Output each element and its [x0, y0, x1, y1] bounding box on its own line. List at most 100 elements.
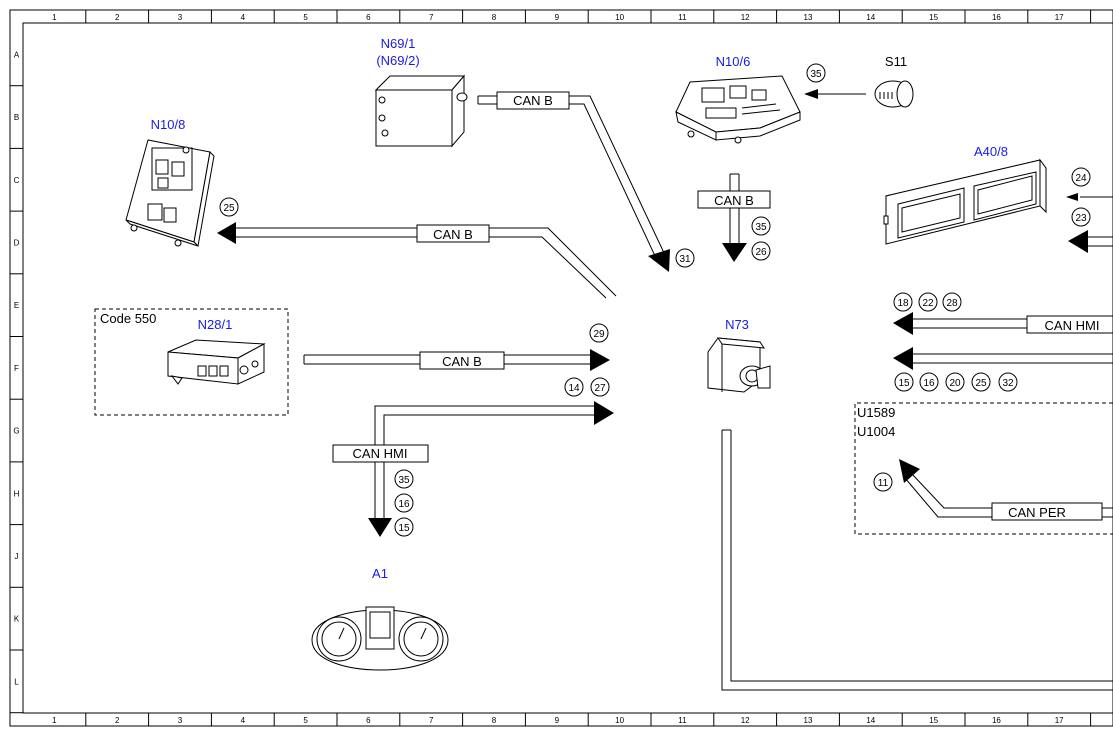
- svg-text:35: 35: [810, 69, 822, 80]
- grid-col-label-bottom: 4: [241, 716, 246, 725]
- wire-n73-to-n10-8: [236, 227, 617, 299]
- ref-circle-14: 14: [564, 377, 584, 397]
- grid-col-label-top: 3: [178, 13, 183, 22]
- grid-col-label-bottom: 6: [366, 716, 371, 725]
- grid-col-label-top: 16: [992, 13, 1001, 22]
- grid-col-label-bottom: 15: [929, 716, 938, 725]
- module-n28-1-icon: [167, 339, 266, 385]
- grid-col-label-bottom: 13: [804, 716, 813, 725]
- grid-row-label: A: [14, 50, 20, 59]
- arrow-can-b-down: [722, 243, 747, 262]
- grid-col-label-bottom: 2: [115, 716, 120, 725]
- label-n69-2: (N69/2): [376, 53, 419, 68]
- bus-label-can-b-top: CAN B: [513, 93, 553, 108]
- ref-circle-35-bottom: 35: [394, 469, 414, 489]
- grid-col-label-bottom: 1: [52, 716, 57, 725]
- ref-circle-11: 11: [873, 472, 893, 492]
- diagram-frame: [9, 9, 1113, 727]
- ref-circle-35-top: 35: [806, 63, 826, 83]
- arrow-to-n10-8: [217, 222, 236, 244]
- grid-ticks: [10, 10, 1092, 726]
- arrow-can-hmi-to-a1: [368, 518, 392, 537]
- bus-label-can-b-vertical: CAN B: [714, 193, 754, 208]
- ref-circle-15-right: 15: [894, 372, 914, 392]
- grid-row-label: B: [14, 113, 19, 122]
- bus-label-can-b-n28: CAN B: [442, 354, 482, 369]
- ref-circle-35-mid: 35: [751, 216, 771, 236]
- grid-col-label-bottom: 10: [615, 716, 624, 725]
- wire-can-hmi-right-2: [912, 353, 1113, 364]
- label-n28-1: N28/1: [198, 317, 233, 332]
- grid-row-label: L: [14, 677, 19, 686]
- ref-circle-27: 27: [590, 377, 610, 397]
- bus-label-can-hmi-a1: CAN HMI: [353, 446, 408, 461]
- grid-col-label-top: 17: [1055, 13, 1064, 22]
- svg-text:27: 27: [594, 383, 606, 394]
- svg-text:26: 26: [755, 247, 767, 258]
- arrow-s11-to-n10-6: [804, 89, 818, 99]
- grid-col-label-top: 10: [615, 13, 624, 22]
- label-n69-1: N69/1: [381, 36, 416, 51]
- svg-text:35: 35: [755, 222, 767, 233]
- ref-circle-16-bottom: 16: [394, 493, 414, 513]
- module-n10-6-icon: [675, 75, 801, 144]
- arrow-n28-1-to-n73: [590, 349, 610, 371]
- grid-row-label: G: [13, 427, 19, 436]
- label-n10-8: N10/8: [151, 117, 186, 132]
- grid-col-label-bottom: 14: [866, 716, 875, 725]
- grid-col-label-bottom: 8: [492, 716, 497, 725]
- grid-col-label-top: 8: [492, 13, 497, 22]
- arrow-a40-8-ref-24: [1066, 193, 1078, 201]
- grid-row-label: F: [14, 364, 19, 373]
- grid-row-label: E: [14, 301, 19, 310]
- ref-circle-25-right: 25: [971, 372, 991, 392]
- ref-circle-20: 20: [945, 372, 965, 392]
- grid-col-label-top: 6: [366, 13, 371, 22]
- ref-circle-28: 28: [942, 292, 962, 312]
- wire-n73-to-can-per: [721, 429, 1113, 691]
- arrow-a1-to-n73: [594, 401, 614, 425]
- ref-circle-18: 18: [893, 292, 913, 312]
- ref-circle-15-bottom: 15: [394, 517, 414, 537]
- ref-circle-25-left: 25: [219, 197, 239, 217]
- zone-u1589: [854, 402, 1113, 535]
- arrow-can-hmi-right-1: [893, 312, 913, 335]
- bus-label-can-b-left: CAN B: [433, 227, 473, 242]
- grid-col-label-top: 14: [866, 13, 875, 22]
- svg-text:28: 28: [946, 298, 958, 309]
- grid-col-label-top: 15: [929, 13, 938, 22]
- ref-circle-31: 31: [675, 248, 695, 268]
- grid-col-label-bottom: 7: [429, 716, 434, 725]
- switch-n73-icon: [707, 337, 771, 393]
- label-n10-6: N10/6: [716, 54, 751, 69]
- svg-text:35: 35: [398, 475, 410, 486]
- label-a40-8: A40/8: [974, 144, 1008, 159]
- arrow-can-per: [899, 459, 920, 483]
- bus-label-can-per: CAN PER: [1008, 505, 1066, 520]
- svg-text:20: 20: [949, 378, 961, 389]
- label-n73: N73: [725, 317, 749, 332]
- module-n10-8-icon: [125, 139, 215, 248]
- svg-text:32: 32: [1002, 378, 1014, 389]
- grid-col-label-bottom: 12: [741, 716, 750, 725]
- svg-text:14: 14: [568, 383, 580, 394]
- cluster-a1-icon: [311, 606, 449, 671]
- label-code-550: Code 550: [100, 311, 156, 326]
- grid-row-label: D: [14, 238, 20, 247]
- svg-text:25: 25: [975, 378, 987, 389]
- grid-col-label-bottom: 5: [303, 716, 308, 725]
- svg-text:15: 15: [898, 378, 910, 389]
- svg-text:16: 16: [923, 378, 935, 389]
- ref-circle-22: 22: [918, 292, 938, 312]
- svg-text:31: 31: [679, 254, 691, 265]
- grid-col-label-bottom: 16: [992, 716, 1001, 725]
- svg-text:29: 29: [593, 329, 605, 340]
- grid-col-label-top: 12: [741, 13, 750, 22]
- arrow-a40-8-ref-23: [1068, 230, 1088, 253]
- grid-col-label-top: 7: [429, 13, 434, 22]
- bus-label-can-hmi-right: CAN HMI: [1045, 318, 1100, 333]
- grid-row-label: C: [14, 176, 20, 185]
- grid-col-label-top: 5: [303, 13, 308, 22]
- svg-text:22: 22: [922, 298, 934, 309]
